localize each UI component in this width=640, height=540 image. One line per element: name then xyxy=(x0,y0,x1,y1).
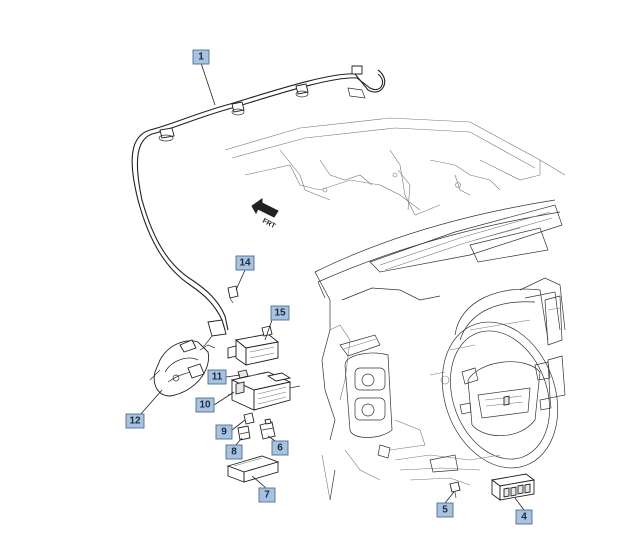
part-5-bolt xyxy=(449,481,461,499)
callout-8: 8 xyxy=(225,444,243,460)
part-4-switch-panel xyxy=(490,395,536,501)
callout-4: 4 xyxy=(515,509,533,525)
part-15-module xyxy=(227,325,280,366)
callout-11-label: 11 xyxy=(212,372,223,383)
callout-12-label: 12 xyxy=(129,416,141,427)
callout-6: 6 xyxy=(271,440,289,456)
callout-15: 15 xyxy=(270,305,290,321)
callout-12: 12 xyxy=(125,413,145,429)
callout-9: 9 xyxy=(215,424,233,440)
callout-11: 11 xyxy=(207,369,227,385)
front-direction-arrow: FRT xyxy=(251,198,279,231)
vehicle-body-structure xyxy=(224,117,566,501)
callout-8-label: 8 xyxy=(231,447,237,458)
callout-1: 1 xyxy=(192,49,210,65)
callout-5-label: 5 xyxy=(442,505,448,516)
callout-9-label: 9 xyxy=(221,427,227,438)
part-10-fuse-block xyxy=(227,371,301,411)
part-12-bracket xyxy=(149,339,216,397)
part-7-cover xyxy=(226,455,280,483)
part-9-fuse xyxy=(243,412,255,425)
callout-10-label: 10 xyxy=(199,400,211,411)
part-8-relay xyxy=(237,425,251,441)
callout-7-label: 7 xyxy=(264,490,270,501)
callout-6-label: 6 xyxy=(277,443,283,454)
front-direction-label: FRT xyxy=(261,218,277,231)
leader-lines xyxy=(139,62,525,511)
callout-14-label: 14 xyxy=(239,258,251,269)
callout-1-label: 1 xyxy=(198,52,204,63)
callout-4-label: 4 xyxy=(521,512,527,523)
callout-14: 14 xyxy=(235,255,255,271)
part-11-relay xyxy=(237,369,249,379)
part-14-clip xyxy=(227,285,239,304)
wiring-harness xyxy=(131,65,386,351)
callout-10: 10 xyxy=(195,397,215,413)
callout-15-label: 15 xyxy=(274,308,286,319)
callout-7: 7 xyxy=(258,487,276,503)
callout-5: 5 xyxy=(436,502,454,518)
part-6-relay xyxy=(259,418,276,440)
